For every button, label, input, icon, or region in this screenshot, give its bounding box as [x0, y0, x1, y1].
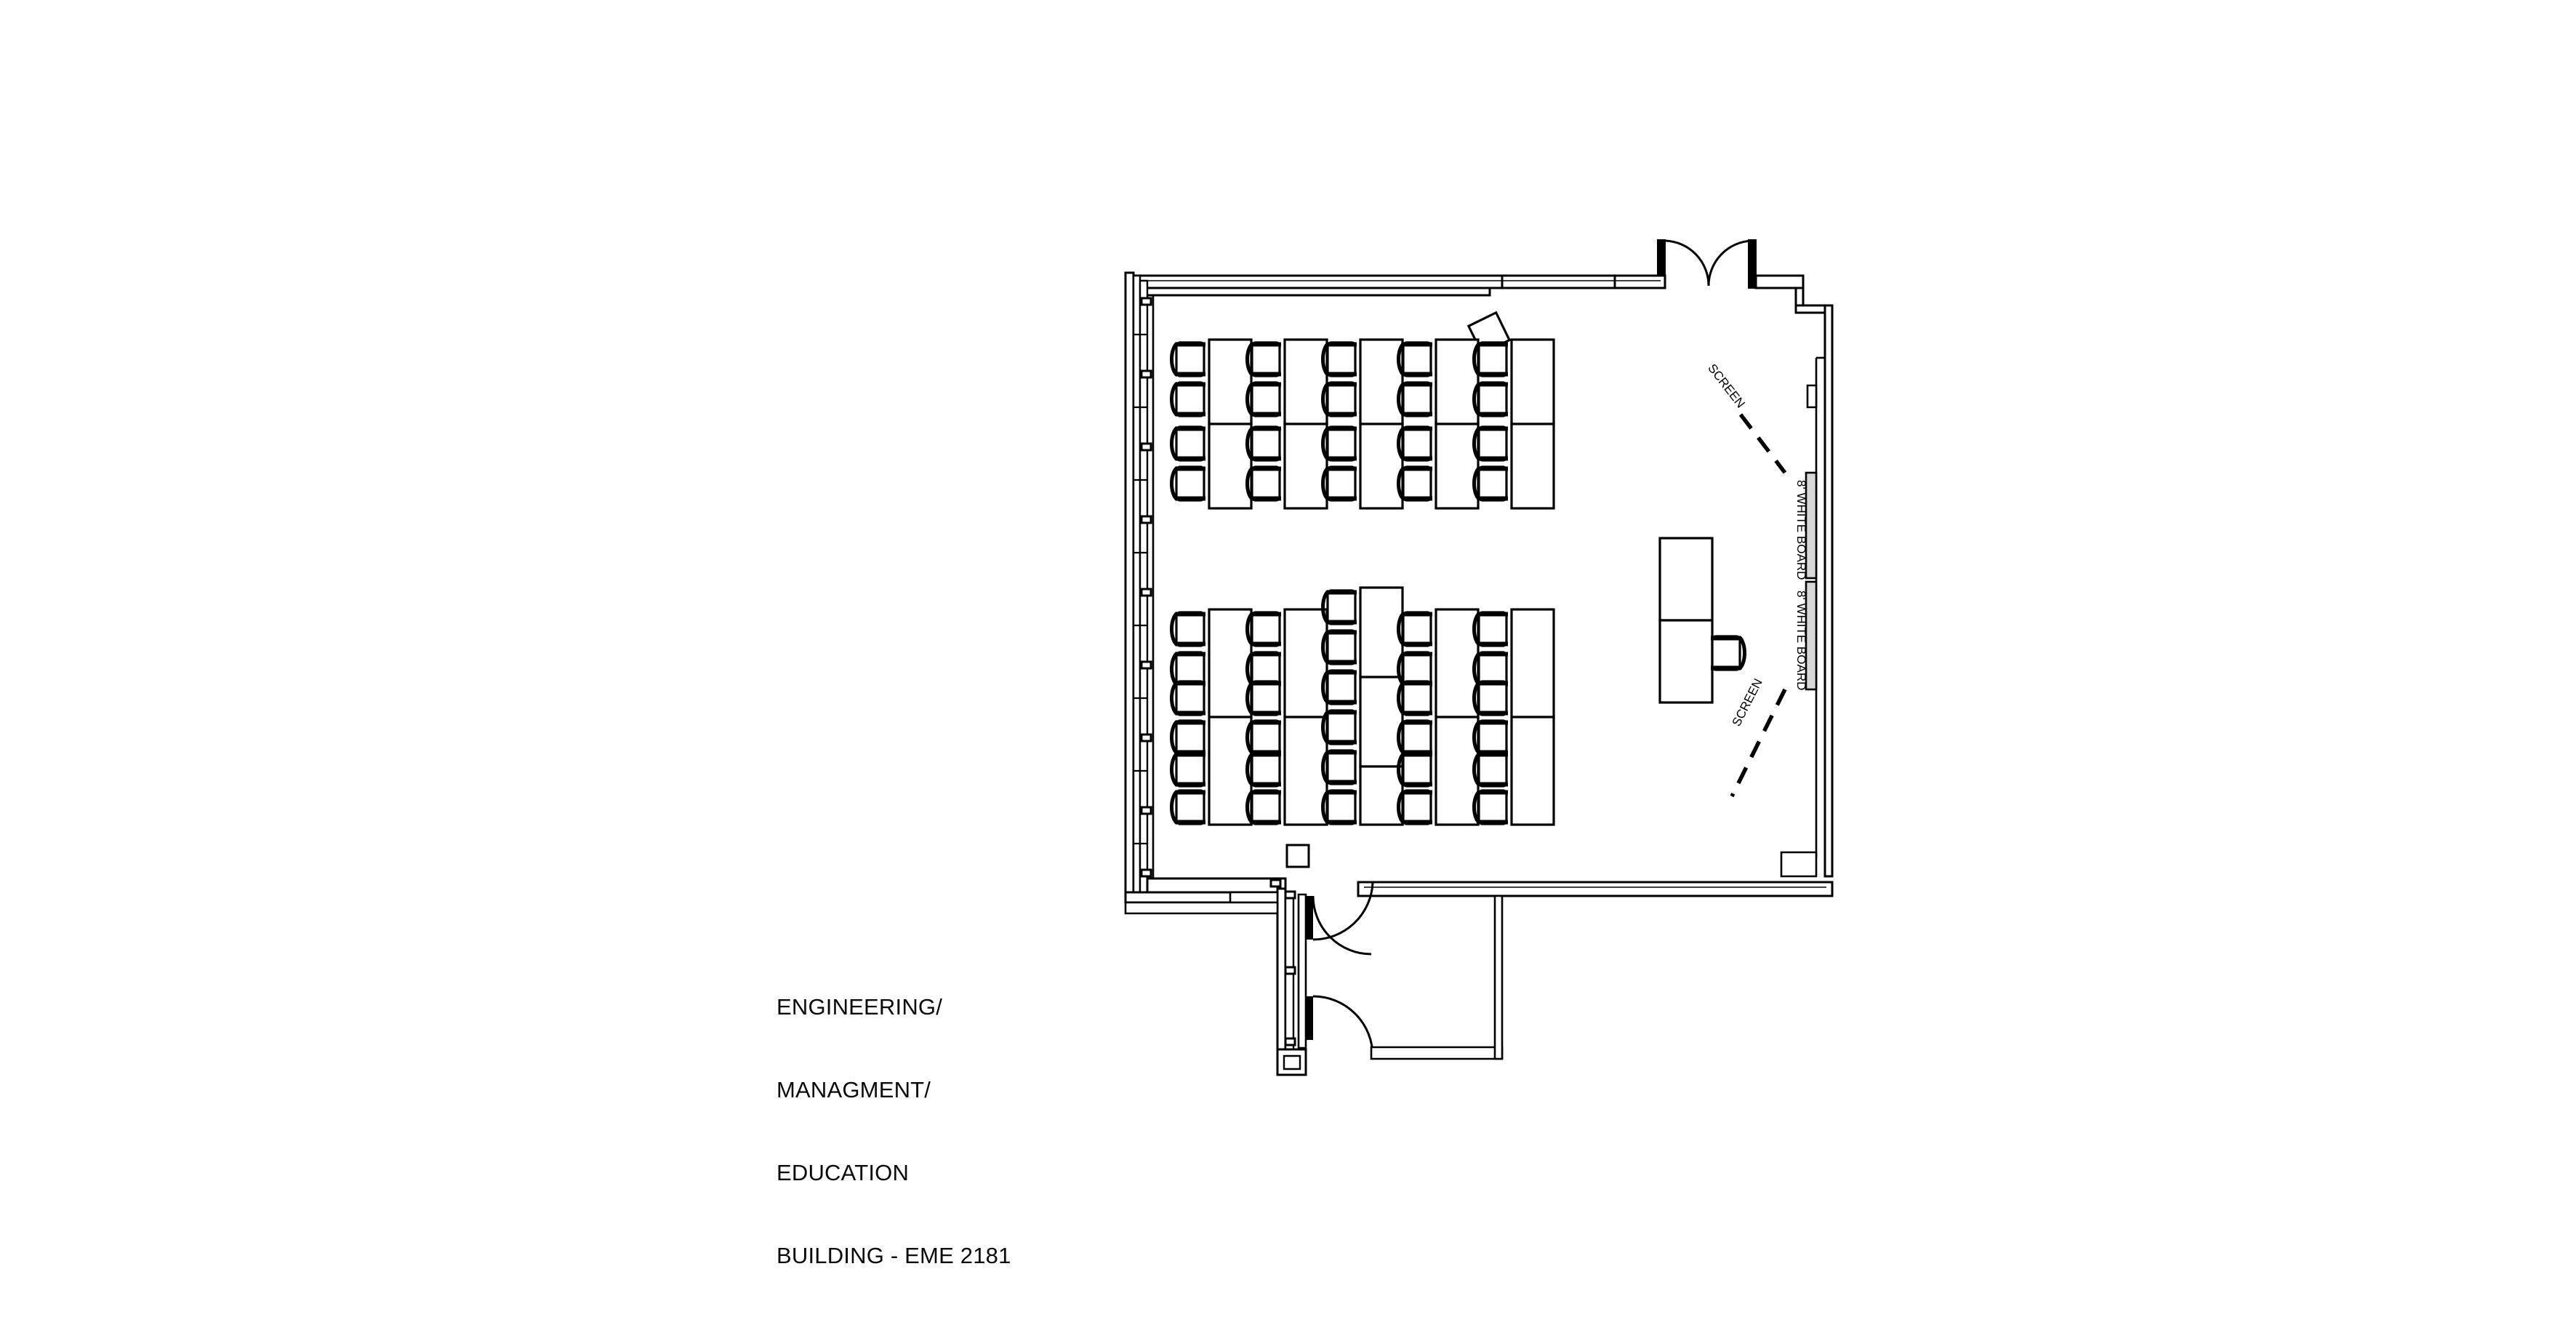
- screen-label-lower: SCREEN: [1730, 676, 1765, 729]
- chair: [1474, 790, 1507, 824]
- projection-screen-lower: [1730, 688, 1787, 798]
- chair: [1172, 790, 1205, 824]
- chair: [1474, 612, 1507, 646]
- desk-row-lower-2: [1248, 608, 1328, 825]
- door-recess-top: [1657, 239, 1757, 289]
- chair: [1248, 612, 1280, 646]
- seating-block-upper: [1172, 338, 1555, 510]
- chair: [1323, 750, 1356, 784]
- door-vestibule-upper[interactable]: [1306, 882, 1374, 956]
- chair: [1323, 427, 1356, 460]
- av-equipment: SCREEN 8' WHITE BOARD 8' WHITE BOARD SCR…: [1705, 361, 1818, 798]
- chair: [1248, 753, 1280, 786]
- chair: [1172, 467, 1205, 500]
- chair: [1323, 467, 1356, 500]
- chair: [1323, 670, 1356, 704]
- title-line-3: EDUCATION: [777, 1160, 910, 1185]
- door-top-double-right[interactable]: [1707, 239, 1753, 287]
- whiteboard-label-upper: 8' WHITE BOARD: [1794, 480, 1808, 580]
- desk-row-upper-2: [1248, 338, 1328, 510]
- chair: [1323, 591, 1356, 624]
- wall-right: [1754, 274, 1834, 878]
- chair: [1172, 753, 1205, 786]
- chair: [1323, 710, 1356, 744]
- whiteboard-label-lower: 8' WHITE BOARD: [1794, 591, 1808, 690]
- room-title-block: ENGINEERING/ MANAGMENT/ EDUCATION BUILDI…: [777, 938, 1011, 1325]
- chair: [1474, 343, 1507, 376]
- chair: [1474, 383, 1507, 416]
- chair: [1399, 427, 1432, 460]
- chair: [1399, 721, 1432, 754]
- chair: [1248, 790, 1280, 824]
- desk-row-upper-1: [1172, 338, 1253, 510]
- desk-row-lower-5: [1474, 608, 1555, 825]
- chair: [1248, 681, 1280, 715]
- desk-row-lower-1: [1172, 608, 1253, 825]
- title-line-2: MANAGMENT/: [777, 1077, 931, 1102]
- chair: [1474, 753, 1507, 786]
- instructor-desk: [1658, 537, 1714, 622]
- chair: [1323, 631, 1356, 664]
- floor-plan-canvas: SCREEN 8' WHITE BOARD 8' WHITE BOARD SCR…: [777, 239, 1834, 1268]
- chair: [1323, 383, 1356, 416]
- vestibule: [1124, 887, 1307, 1076]
- whiteboard-upper: [1805, 471, 1818, 580]
- door-vestibule-lower[interactable]: [1306, 995, 1374, 1057]
- chair: [1323, 343, 1356, 376]
- chair: [1399, 790, 1432, 824]
- desk-row-upper-5: [1474, 338, 1555, 510]
- seating-block-lower: [1172, 586, 1555, 825]
- chair: [1399, 612, 1432, 646]
- chair: [1248, 343, 1280, 376]
- instructor-chair: [1712, 636, 1745, 670]
- title-line-1: ENGINEERING/: [777, 994, 943, 1020]
- wall-assembly: [1124, 239, 1834, 1076]
- desk-row-upper-4: [1399, 338, 1480, 510]
- desk-row-lower-3: [1323, 586, 1404, 825]
- chair: [1172, 343, 1205, 376]
- floor-box: [1285, 844, 1310, 868]
- chair: [1172, 383, 1205, 416]
- chair: [1399, 383, 1432, 416]
- chair: [1172, 721, 1205, 754]
- chair: [1248, 427, 1280, 460]
- chair: [1474, 681, 1507, 715]
- desk-row-upper-3: [1323, 338, 1404, 510]
- floor-plan-drawing: SCREEN 8' WHITE BOARD 8' WHITE BOARD SCR…: [1124, 239, 1834, 1076]
- instructor-station: [1658, 537, 1745, 704]
- chair: [1474, 467, 1507, 500]
- whiteboard-lower: [1805, 580, 1818, 691]
- chair: [1172, 681, 1205, 715]
- chair: [1474, 721, 1507, 754]
- chair: [1248, 467, 1280, 500]
- corridor-walls: [1370, 894, 1504, 1060]
- wall-top: [1132, 274, 1666, 289]
- title-line-4: BUILDING - EME 2181: [777, 1243, 1011, 1268]
- projection-screen-upper: [1738, 413, 1787, 474]
- chair: [1172, 612, 1205, 646]
- door-top-double-left[interactable]: [1664, 239, 1710, 287]
- chair: [1172, 427, 1205, 460]
- desk-row-lower-4: [1399, 608, 1480, 825]
- chair: [1474, 427, 1507, 460]
- chair: [1399, 467, 1432, 500]
- chair: [1248, 721, 1280, 754]
- chair: [1399, 753, 1432, 786]
- chair: [1399, 343, 1432, 376]
- instructor-desk-lower-segment: [1658, 619, 1714, 704]
- chair: [1248, 383, 1280, 416]
- chair: [1399, 681, 1432, 715]
- screen-label-upper: SCREEN: [1705, 361, 1748, 411]
- chair: [1323, 790, 1356, 824]
